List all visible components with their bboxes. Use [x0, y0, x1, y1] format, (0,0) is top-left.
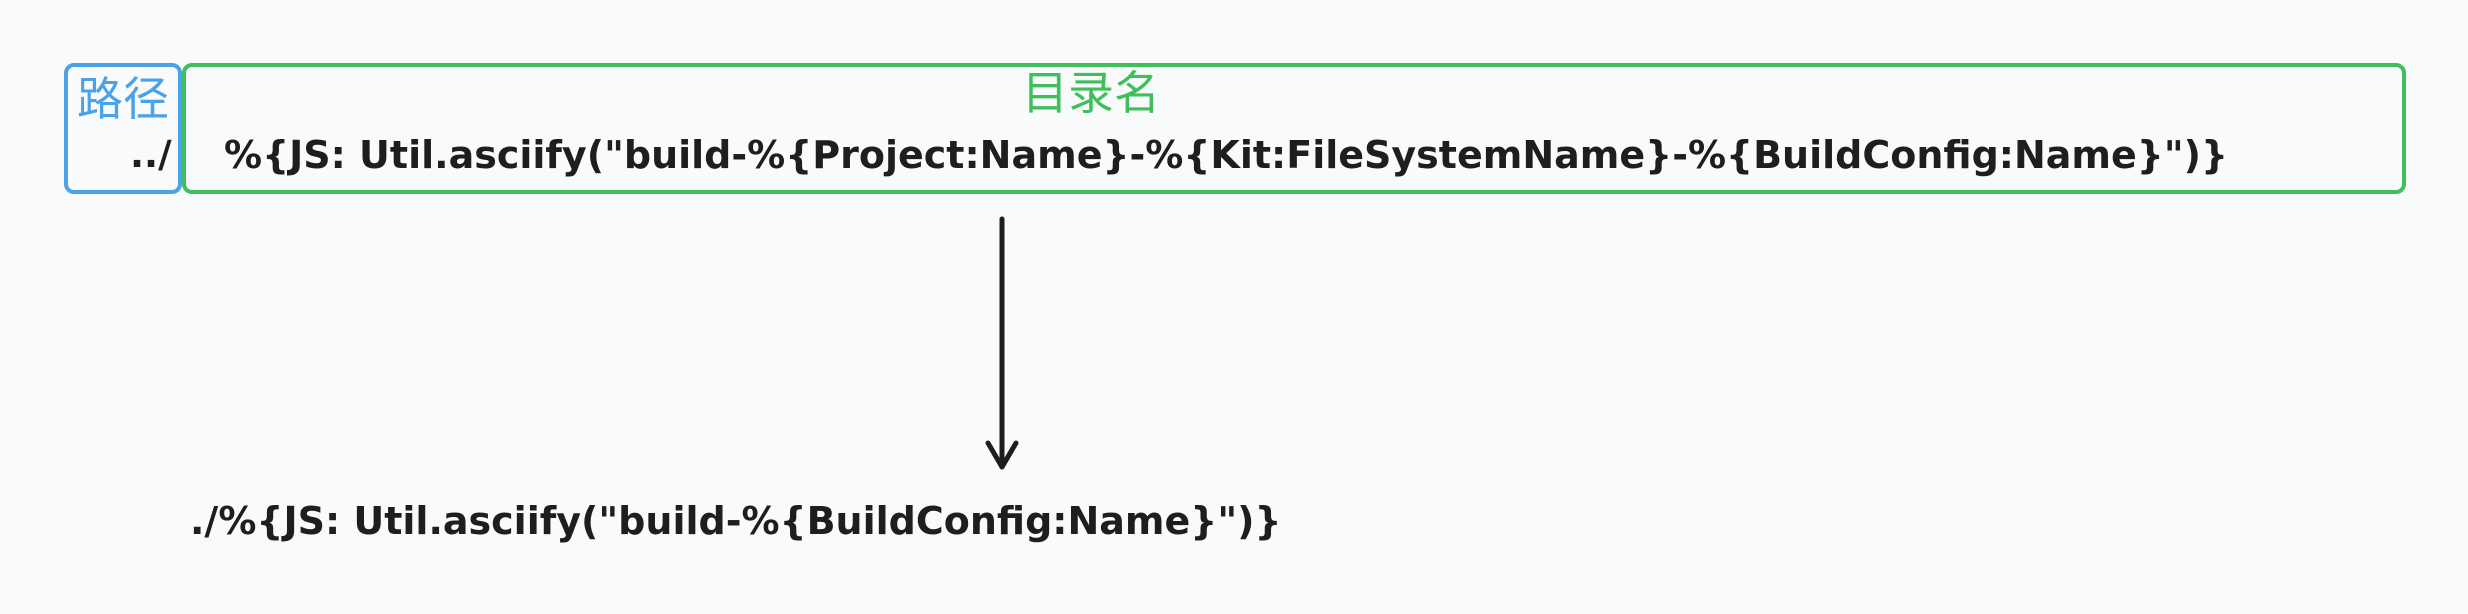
original-directory-expression: %{JS: Util.asciify("build-%{Project:Name…	[224, 133, 2229, 177]
path-label: 路径	[77, 72, 169, 126]
path-highlight-box	[64, 63, 182, 194]
down-arrow-icon	[985, 216, 1019, 470]
result-directory-expression: ./%{JS: Util.asciify("build-%{BuildConfi…	[190, 499, 1282, 543]
directory-name-highlight-box	[182, 63, 2406, 194]
directory-name-label: 目录名	[1022, 66, 1160, 120]
original-path-prefix: ../	[130, 133, 172, 176]
